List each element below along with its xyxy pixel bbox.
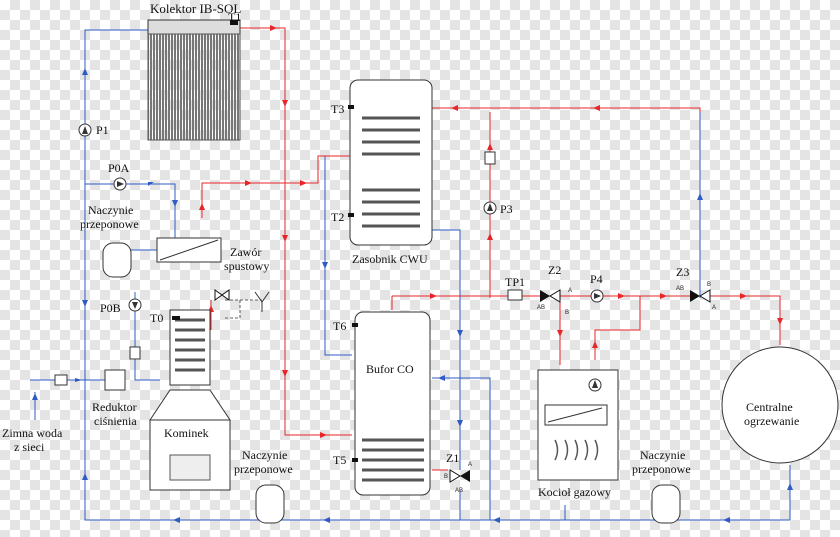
exp-vessel-2-label-line1-text: Naczynie (242, 448, 287, 462)
collector-label: Kolektor IB-SOL (150, 1, 241, 16)
dhw-tank-label: Zasobnik CWU (352, 252, 428, 266)
z2-port-a: A (568, 288, 572, 294)
exp-vessel-3-label-line1-text: Naczynie (640, 448, 685, 462)
reducer-label-line1: Reduktor (92, 400, 137, 414)
p0b-label: P0B (100, 301, 121, 315)
solar-collector (147, 19, 241, 141)
fireplace (149, 309, 231, 491)
dhw-tank (348, 79, 433, 246)
t1-label: T1 (228, 10, 241, 24)
cold-water-label-line1: Zimna woda (2, 426, 63, 440)
exp-vessel-3-label-line2-text: przeponowe (632, 462, 691, 476)
drain-valve-label-line2: spustowy (224, 259, 269, 273)
t3-label: T3 (331, 102, 344, 116)
p3-label: P3 (500, 202, 513, 216)
p1-label: P1 (96, 123, 109, 137)
exp-vessel-3-label-line1: Naczynie (640, 448, 685, 462)
buffer-label: Bufor CO (366, 362, 414, 376)
cold-water-label-line2: z sieci (14, 440, 45, 454)
z3-port-ab: AB (676, 286, 684, 292)
central-heating-label-line1: Centralne (746, 400, 793, 414)
p4-label: P4 (590, 272, 603, 286)
flow-arrows (32, 25, 793, 523)
buffer-tank (352, 311, 431, 496)
return-pipes (30, 29, 791, 521)
exp-vessel-3-label-line2: przeponowe (632, 462, 691, 476)
reducer-label-line2: ciśnienia (94, 414, 137, 428)
central-heating-label-line2-text: ogrzewanie (744, 414, 799, 428)
fireplace-label: Kominek (164, 426, 209, 440)
expansion-vessel-1 (102, 242, 132, 278)
z1-port-b: B (444, 474, 448, 480)
z2-label: Z2 (548, 263, 561, 277)
t6-label: T6 (333, 319, 346, 333)
pumps (78, 123, 604, 392)
heat-exchanger (156, 237, 222, 263)
p0a-label: P0A (108, 161, 130, 175)
z1-label: Z1 (446, 451, 459, 465)
reducer-label-line2-text: ciśnienia (94, 414, 137, 428)
t0-label: T0 (150, 311, 163, 325)
expansion-vessel-2 (255, 484, 285, 524)
gas-boiler (537, 369, 619, 481)
cold-water-label-line1-text: Zimna woda (2, 426, 63, 440)
exp-vessel-2-label-line1: Naczynie (242, 448, 287, 462)
central-heating-circle (721, 346, 839, 464)
z1-port-a: A (468, 462, 472, 468)
z2-port-ab: AB (537, 305, 545, 311)
drain-valve-label-line1: Zawór (230, 245, 261, 259)
drain-valve-label-line1-text: Zawór (230, 245, 261, 259)
exp-vessel-1-label-line1: Naczynie (88, 203, 133, 217)
exp-vessel-1-label-line1-text: Naczynie (88, 203, 133, 217)
t2-label: T2 (331, 210, 344, 224)
expansion-vessel-3 (651, 484, 681, 524)
exp-vessel-1-label-line2: przeponowe (80, 217, 139, 231)
z3-port-b: B (707, 282, 711, 288)
z2-port-b: B (565, 310, 569, 316)
drain-line (225, 299, 241, 319)
central-heating-label-line1-text: Centralne (746, 400, 793, 414)
tp1-label: TP1 (505, 275, 525, 289)
exp-vessel-2-label-line2-text: przeponowe (234, 462, 293, 476)
z3-label: Z3 (676, 265, 689, 279)
exp-vessel-2-label-line2: przeponowe (234, 462, 293, 476)
boiler-label: Kocioł gazowy (538, 485, 611, 499)
t5-label: T5 (333, 453, 346, 467)
z1-port-ab: AB (455, 488, 463, 494)
cold-water-label-line2-text: z sieci (14, 440, 45, 454)
drain-valve-label-line2-text: spustowy (224, 259, 269, 273)
z3-port-a: A (712, 305, 716, 311)
valves (54, 151, 711, 483)
central-heating-label-line2: ogrzewanie (744, 414, 799, 428)
exp-vessel-1-label-line2-text: przeponowe (80, 217, 139, 231)
reducer-label-line1-text: Reduktor (92, 400, 137, 414)
